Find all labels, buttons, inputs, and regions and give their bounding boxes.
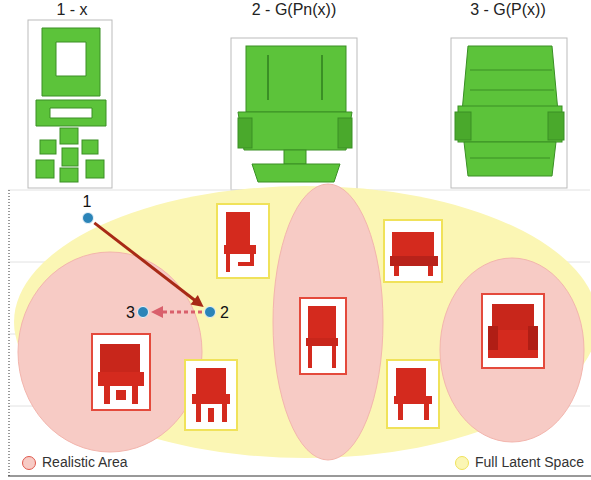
- image-caption: 3 - G(P(x)): [470, 1, 546, 19]
- voxel-chair-realistic: [451, 38, 567, 188]
- point-number: 1: [83, 193, 92, 211]
- latent-point: 3: [137, 306, 149, 318]
- legend-swatch: [22, 456, 36, 470]
- legend-text: Full Latent Space: [475, 454, 584, 470]
- trajectory-arrow: [94, 223, 203, 307]
- arrow-head: [190, 295, 203, 307]
- chair-thumbnails: [92, 204, 544, 430]
- voxel-chair-projected: [231, 38, 357, 190]
- trajectory-line: [94, 223, 195, 301]
- image-caption: 2 - G(Pn(x)): [252, 1, 336, 19]
- trajectory-line: [161, 311, 202, 314]
- point-number: 3: [126, 304, 135, 322]
- point-number: 2: [220, 304, 229, 322]
- voxel-chair-input: [28, 20, 112, 188]
- trajectory-arrow: [151, 306, 202, 318]
- latent-regions: [14, 184, 591, 460]
- latent-point: 2: [204, 306, 216, 318]
- legend-text: Realistic Area: [42, 454, 128, 470]
- legend-swatch: [455, 456, 469, 470]
- arrow-head: [151, 306, 163, 318]
- latent-point: 1: [82, 212, 94, 224]
- image-caption: 1 - x: [56, 1, 87, 19]
